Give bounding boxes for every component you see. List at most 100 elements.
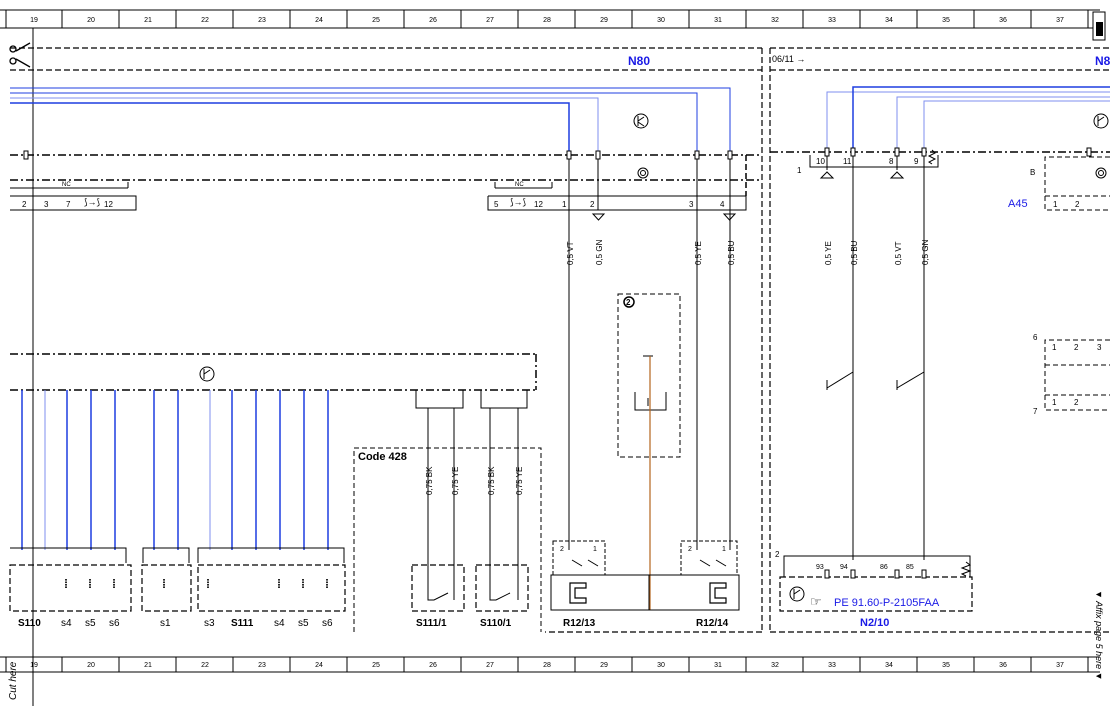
heater-switches: [571, 559, 727, 567]
fuse-symbol: ⟆→⟆: [84, 197, 101, 207]
wire: [896, 96, 1110, 152]
heater-pin-labels: 2 1 2 1: [560, 546, 726, 553]
wire: [10, 97, 599, 152]
col-label: 26: [429, 662, 437, 669]
col-label: 21: [144, 17, 152, 24]
transistor-icon: [1093, 113, 1109, 129]
pin-label: 1: [562, 200, 567, 209]
transistor-icon: [633, 113, 649, 129]
col-label: 23: [258, 662, 266, 669]
ground-icons: [591, 213, 737, 221]
connector-right: [809, 149, 939, 179]
switch-contact-icon: ⁞: [162, 577, 166, 591]
wire-label: 0,5 GN: [595, 239, 604, 265]
pin-label: 3: [1097, 343, 1102, 352]
n2-10-dashed: [779, 576, 973, 612]
switch-symbols: ⁞ ⁞ ⁞ ⁞ ⁞ ⁞ ⁞ ⁞: [64, 577, 329, 591]
a45-connector: [1044, 156, 1110, 211]
pin-label: 1: [593, 546, 597, 553]
pin-label: 3: [44, 200, 49, 209]
pin-label: 7: [66, 200, 71, 209]
pin-label: 11: [843, 157, 852, 166]
switch-label: s6: [322, 618, 333, 629]
col-label: 24: [315, 17, 323, 24]
fuse-symbol: ⟆→⟆: [510, 197, 527, 207]
pin-label: 2: [22, 200, 27, 209]
bus-line: [10, 151, 1110, 181]
pin-label: 6: [1033, 333, 1038, 342]
col-label: 32: [771, 17, 779, 24]
n2-10-box: [783, 555, 971, 577]
marker-number: 2: [626, 298, 631, 307]
connector-left: [10, 182, 137, 211]
bottom-ruler-labels: 19 20 21 22 23 24 25 26 27 28 29 30 31 3…: [30, 662, 1064, 669]
pin-label: 12: [104, 200, 113, 209]
wire-label: 0,75 YE: [515, 467, 524, 495]
door-switch-boxes: [411, 564, 529, 612]
n2-10-label: N2/10: [860, 617, 889, 629]
col-label: 22: [201, 662, 209, 669]
code-box: [353, 447, 542, 632]
pin-label: 1: [1052, 398, 1057, 407]
col-label: 27: [486, 662, 494, 669]
transistor-icon: [789, 586, 805, 602]
switch-contact-icon: ⁞: [64, 577, 68, 591]
wire-label: 0,5 BU: [727, 240, 736, 265]
col-label: 29: [600, 662, 608, 669]
pin-label: 10: [816, 157, 825, 166]
resistor-icon: [960, 561, 972, 577]
switch-contact-icon: ⁞: [206, 577, 210, 591]
b-label: B: [1030, 168, 1035, 177]
wire-label: 0,75 BK: [487, 466, 496, 495]
col-label: 37: [1056, 17, 1064, 24]
wire: [852, 86, 1110, 152]
affix-page-text: ▼ Affix page 5 here ▼: [1094, 590, 1104, 681]
bottom-ruler: [0, 656, 1100, 673]
top-ruler-labels: 19 20 21 22 23 24 25 26 27 28 29 30 31 3…: [30, 17, 1064, 24]
col-label: 30: [657, 17, 665, 24]
wire: [10, 92, 698, 152]
wire: [10, 102, 570, 152]
code-label: Code 428: [358, 451, 407, 463]
col-label: 22: [201, 17, 209, 24]
pin-label: 8: [889, 157, 894, 166]
switch-label: s6: [109, 618, 120, 629]
pin-label: 2: [590, 200, 595, 209]
col-label: 32: [771, 662, 779, 669]
switch-module-boxes: [9, 564, 346, 612]
pin-posts: [23, 147, 1092, 160]
wire-label: 0,75 BK: [425, 466, 434, 495]
pin-label: 2: [775, 550, 780, 559]
pin-label: 2: [688, 546, 692, 553]
pin-label: 86: [880, 564, 888, 571]
marker-circle-icon: 2: [623, 296, 635, 308]
reference-link[interactable]: PE 91.60-P-2105FAA: [834, 597, 940, 609]
col-label: 29: [600, 17, 608, 24]
heater-frame: [550, 574, 740, 611]
heater-connectors: [552, 540, 738, 576]
col-label: 28: [543, 17, 551, 24]
n2-10-pins: 93 94 86 85: [816, 564, 914, 571]
switch-label: s4: [61, 618, 72, 629]
switch-harness: [21, 390, 329, 550]
scissors-icon: [9, 42, 31, 68]
pin-label: 2: [1074, 343, 1079, 352]
switch-label: s5: [85, 618, 96, 629]
switch-contact-icon: ⁞: [88, 577, 92, 591]
wire: [826, 91, 1110, 152]
switch-contacts: [826, 371, 925, 390]
col-label: 24: [315, 662, 323, 669]
wire-label-group: 0,5 VT 0,5 GN 0,5 YE 0,5 BU 0,5 YE 0,5 B…: [566, 239, 930, 265]
small-connectors: [415, 390, 528, 566]
pin-label: 3: [689, 200, 694, 209]
small-wire-labels: 0,75 BK 0,75 YE 0,75 BK 0,75 YE: [425, 466, 524, 495]
cut-here-text: Cut here: [8, 661, 19, 700]
spiral-icon: [637, 167, 649, 179]
col-label: 37: [1056, 662, 1064, 669]
col-label: 21: [144, 662, 152, 669]
col-label: 33: [828, 662, 836, 669]
connector-mid: [487, 182, 747, 211]
affix-page-marker: [1092, 11, 1106, 41]
pin-label: 94: [840, 564, 848, 571]
